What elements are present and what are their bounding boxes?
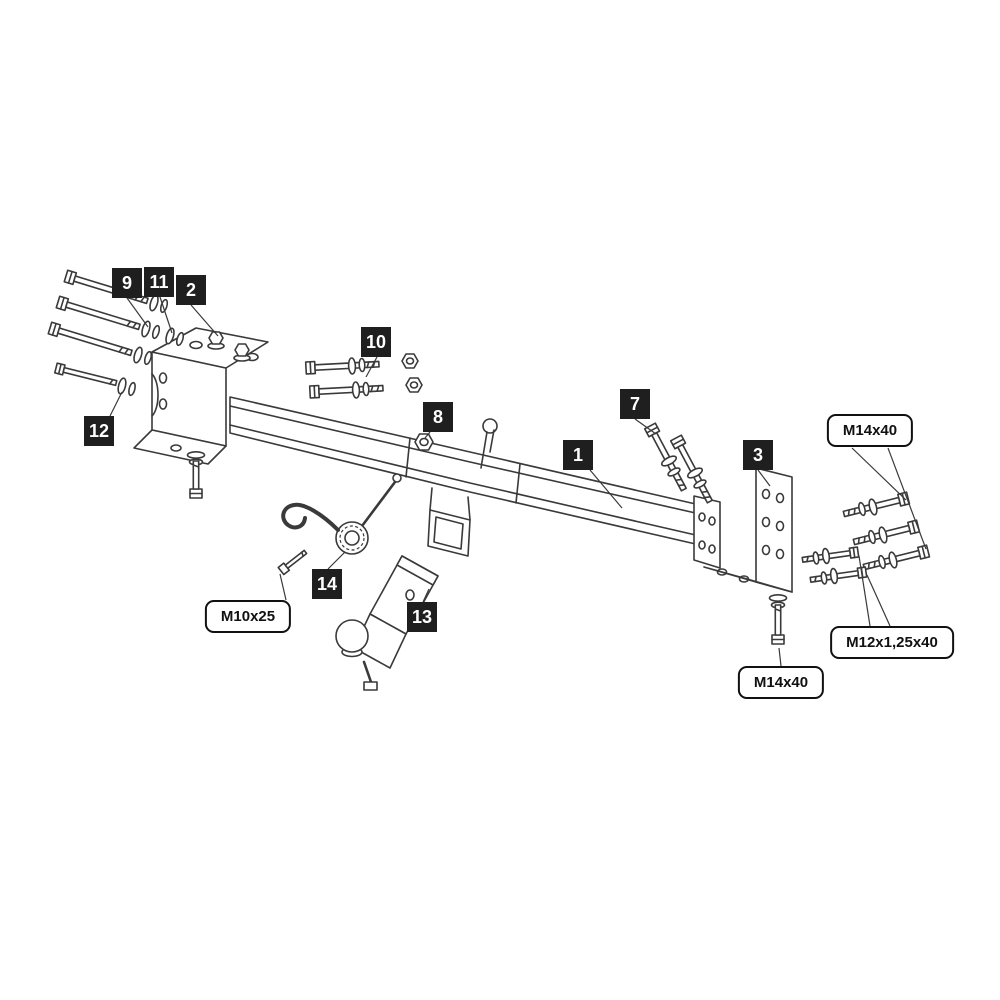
part-label-3: 3 — [743, 440, 773, 470]
right-mount-bolt — [768, 593, 788, 645]
left-bracket — [133, 327, 269, 465]
part-label-7: 7 — [620, 389, 650, 419]
part-label-13: 13 — [407, 602, 438, 632]
hex-nut — [401, 353, 419, 369]
spec-label-m14x40-top: M14x40 — [826, 414, 914, 447]
bolt — [809, 566, 868, 583]
bolt — [55, 295, 141, 331]
handle-lever — [281, 473, 402, 555]
left-mount-bolt — [186, 450, 206, 499]
hex-nut — [405, 377, 423, 393]
r-clip-pin — [480, 418, 498, 469]
spec-label-m10x25: M10x25 — [204, 600, 292, 633]
receiver-socket — [427, 487, 471, 557]
bolt — [308, 384, 384, 399]
right-end-plate — [693, 495, 721, 569]
flange-nut — [208, 331, 224, 345]
part-label-10: 10 — [361, 327, 392, 357]
right-side-bolts-m12 — [801, 546, 868, 585]
part-label-14: 14 — [312, 569, 343, 599]
bolt — [47, 321, 133, 357]
left-bolts-group — [47, 269, 185, 397]
retaining-nut — [414, 433, 434, 451]
bolt — [304, 360, 380, 375]
ball-mount — [335, 555, 439, 691]
part-label-12: 12 — [84, 416, 115, 446]
handle-bolt — [277, 549, 308, 576]
right-bracket — [703, 467, 793, 593]
bolt — [53, 362, 118, 387]
right-side-bolts-m14 — [842, 491, 931, 571]
spec-label-m14x40-bottom: M14x40 — [737, 666, 825, 699]
tow-ball — [335, 619, 369, 653]
leader-lines — [109, 296, 927, 667]
middle-bolts-group — [304, 353, 423, 399]
flange-nut — [234, 343, 250, 357]
main-beam — [229, 396, 701, 546]
part-label-8: 8 — [423, 402, 453, 432]
bolt — [801, 546, 860, 563]
right-top-bolts-group — [643, 422, 713, 504]
spec-label-m12x1-25x40: M12x1,25x40 — [830, 626, 954, 659]
part-label-2: 2 — [176, 275, 206, 305]
part-label-9: 9 — [112, 268, 142, 298]
part-label-11: 11 — [144, 267, 174, 297]
part-label-1: 1 — [563, 440, 593, 470]
